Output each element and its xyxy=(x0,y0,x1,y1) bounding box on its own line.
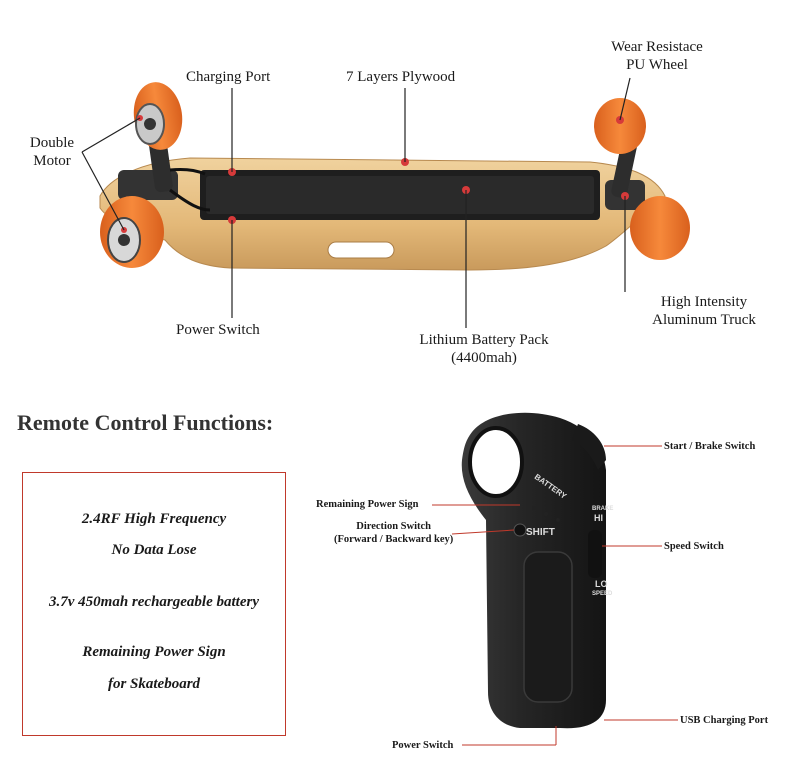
remote-leader-lines xyxy=(432,445,678,746)
label-direction-switch: Direction Switch (Forward / Backward key… xyxy=(334,521,454,545)
label-charging-port: Charging Port xyxy=(186,69,271,85)
label-speed-switch: Speed Switch xyxy=(664,541,724,552)
feature-line: 2.4RF High Frequency xyxy=(81,511,227,527)
print-brake: BRAKE xyxy=(592,506,614,512)
feature-line: No Data Lose xyxy=(111,542,197,558)
feature-line: Remaining Power Sign xyxy=(82,644,226,660)
label-remaining-power: Remaining Power Sign xyxy=(316,499,419,510)
label-wheel: Wear Resistace PU Wheel xyxy=(611,39,703,73)
left-bottom-wheel xyxy=(100,196,164,268)
section-title: Remote Control Functions: xyxy=(17,410,274,435)
label-truck: High Intensity Aluminum Truck xyxy=(652,294,756,328)
print-shift: SHIFT xyxy=(526,527,555,538)
print-speed: SPEED xyxy=(592,591,613,597)
label-usb-port: USB Charging Port xyxy=(680,715,769,726)
feature-line: for Skateboard xyxy=(107,676,201,692)
print-hi: HI xyxy=(594,513,603,523)
feature-line: 3.7v 450mah rechargeable battery xyxy=(49,594,259,610)
label-double-motor: Double Motor xyxy=(29,135,75,169)
right-bottom-wheel xyxy=(630,196,690,260)
label-power-switch-remote: Power Switch xyxy=(392,740,454,751)
feature-box: 2.4RF High Frequency No Data Lose 3.7v 4… xyxy=(22,472,286,736)
right-top-wheel xyxy=(594,98,646,154)
left-top-wheel xyxy=(133,82,183,150)
label-power-switch-board: Power Switch xyxy=(176,322,260,338)
label-plywood: 7 Layers Plywood xyxy=(346,69,456,85)
remote-body xyxy=(461,412,606,729)
label-battery-pack: Lithium Battery Pack (4400mah) xyxy=(419,332,549,366)
print-lo: LO xyxy=(595,579,608,589)
label-start-brake: Start / Brake Switch xyxy=(664,441,756,452)
skateboard-leader-lines xyxy=(81,77,631,328)
